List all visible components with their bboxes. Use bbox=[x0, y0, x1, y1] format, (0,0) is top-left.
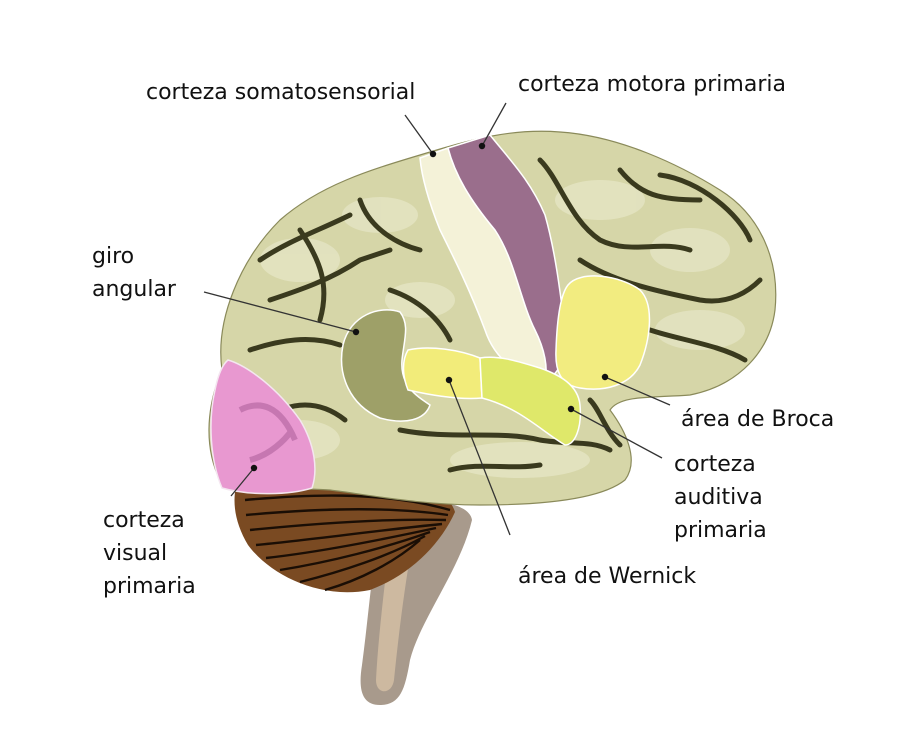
label-line: giro bbox=[92, 244, 135, 269]
label-line: área de Broca bbox=[681, 407, 835, 432]
label-line: corteza bbox=[103, 508, 185, 533]
label-line: visual bbox=[103, 541, 168, 566]
label-primary-auditory-cortex: corteza auditiva primaria bbox=[674, 448, 767, 547]
label-angular-gyrus: giro angular bbox=[92, 240, 176, 306]
region-auditory-cortex bbox=[479, 356, 582, 446]
label-primary-motor-cortex: corteza motora primaria bbox=[518, 68, 786, 101]
label-line: corteza bbox=[674, 452, 756, 477]
label-line: auditiva bbox=[674, 485, 763, 510]
region-wernicke-area bbox=[402, 347, 483, 400]
label-wernicke-area: área de Wernick bbox=[518, 560, 696, 593]
label-line: área de Wernick bbox=[518, 564, 697, 589]
label-broca-area: área de Broca bbox=[681, 403, 834, 436]
label-primary-visual-cortex: corteza visual primaria bbox=[103, 504, 196, 603]
region-visual-cortex bbox=[210, 359, 316, 495]
label-somatosensory-cortex: corteza somatosensorial bbox=[146, 76, 415, 109]
region-angular-gyrus bbox=[340, 309, 431, 422]
label-line: primaria bbox=[674, 518, 767, 543]
label-line: angular bbox=[92, 277, 176, 302]
region-broca-area bbox=[555, 275, 651, 390]
leader-lines bbox=[203, 102, 671, 536]
label-line: corteza somatosensorial bbox=[146, 80, 416, 105]
label-line: primaria bbox=[103, 574, 196, 599]
label-line: corteza motora primaria bbox=[518, 72, 786, 97]
